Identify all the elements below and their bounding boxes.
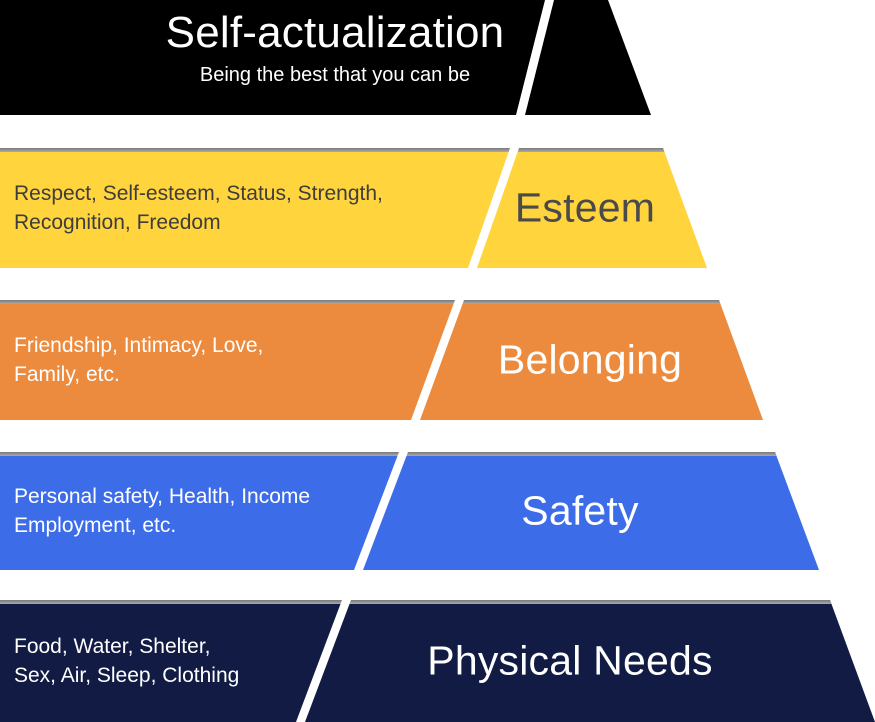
- level-label: Belonging: [497, 336, 683, 383]
- level-top-shadow: [0, 148, 707, 152]
- level-top-shadow: [0, 300, 763, 304]
- level-description: Respect, Self-esteem, Status, Strength, …: [14, 182, 383, 234]
- level-label: Esteem: [514, 184, 656, 231]
- level-label: Safety: [521, 487, 639, 534]
- level-sublabel: Being the best that you can be: [199, 64, 471, 86]
- level-description: Food, Water, Shelter, Sex, Air, Sleep, C…: [14, 635, 240, 687]
- level-description: Friendship, Intimacy, Love, Family, etc.: [14, 334, 264, 386]
- level-top-shadow: [0, 600, 875, 604]
- level-safety: Personal safety, Health, Income Employme…: [0, 452, 819, 570]
- level-belonging: Friendship, Intimacy, Love, Family, etc.…: [0, 300, 763, 420]
- level-label: Physical Needs: [427, 637, 713, 684]
- level-top-shadow: [0, 452, 819, 456]
- level-label: Self-actualization: [165, 8, 505, 57]
- level-esteem: Respect, Self-esteem, Status, Strength, …: [0, 148, 707, 268]
- level-self-actualization: Self-actualization Being the best that y…: [0, 0, 651, 115]
- level-description: Personal safety, Health, Income Employme…: [14, 485, 311, 537]
- level-physical-needs: Food, Water, Shelter, Sex, Air, Sleep, C…: [0, 600, 875, 722]
- level-heading: Self-actualization Being the best that y…: [130, 7, 540, 88]
